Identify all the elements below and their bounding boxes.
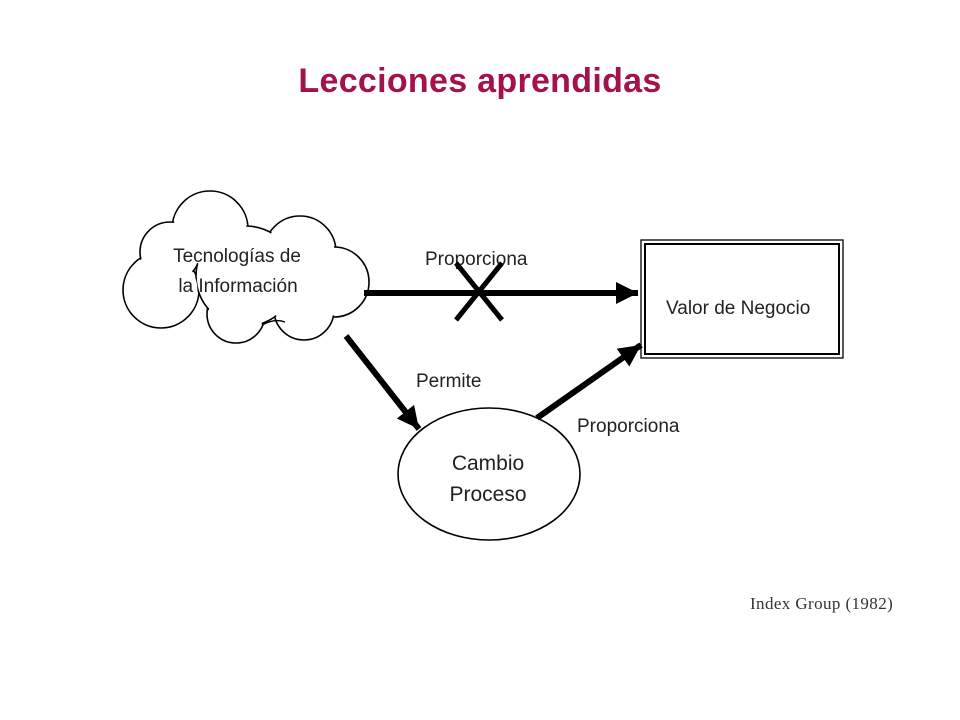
it-cloud-node: Tecnologías de la Información [122, 190, 370, 344]
source-citation: Index Group (1982) [750, 594, 894, 613]
edge-process-to-value: Proporciona [535, 342, 680, 437]
edge-process-to-value-arrow [535, 342, 643, 421]
edge-process-to-value-label: Proporciona [577, 416, 680, 437]
process-node-label-line2: Proceso [449, 483, 526, 506]
it-node-label-line2: la Información [178, 276, 297, 297]
edge-it-to-process-arrow [343, 334, 422, 431]
slide-title: Lecciones aprendidas [298, 62, 662, 100]
value-node-label: Valor de Negocio [666, 298, 810, 319]
process-change-node: Cambio Proceso [397, 407, 581, 541]
edge-it-to-process: Permite [343, 334, 481, 431]
it-node-label-line1: Tecnologías de [173, 246, 301, 267]
cross-mark-icon [454, 261, 504, 322]
business-value-node: Valor de Negocio [640, 239, 844, 359]
edge-it-to-value-label: Proporciona [425, 249, 528, 270]
edge-it-to-process-label: Permite [416, 371, 481, 392]
edge-it-to-value: Proporciona [364, 249, 638, 322]
process-node-label-line1: Cambio [452, 452, 524, 475]
